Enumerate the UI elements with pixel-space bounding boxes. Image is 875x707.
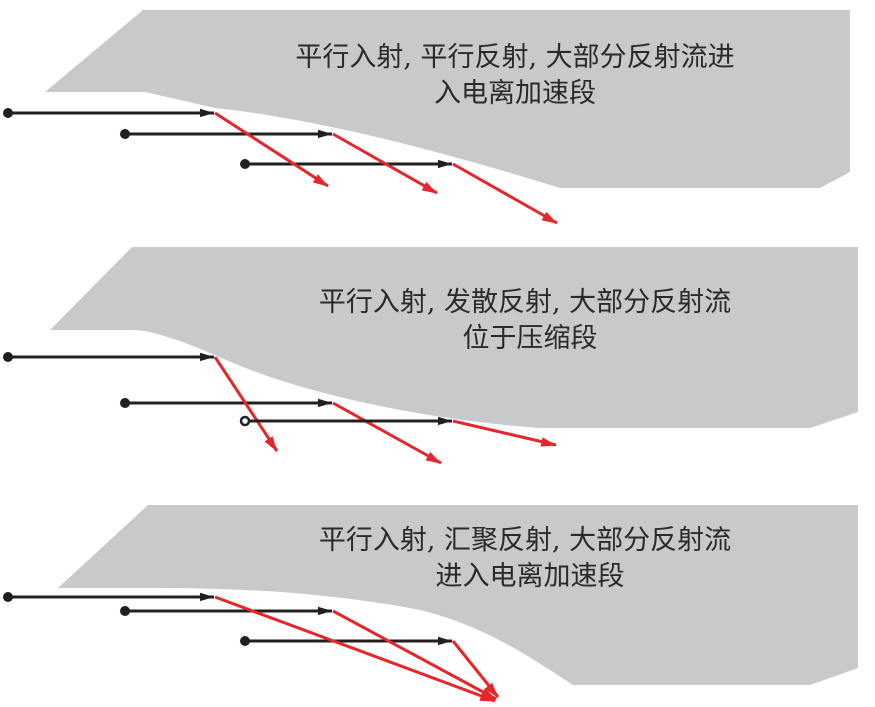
reflected-rays bbox=[213, 356, 557, 465]
surface-shape bbox=[58, 505, 858, 685]
panel-convergent-reflection: 平行入射, 汇聚反射, 大部分反射流 进入电离加速段 bbox=[3, 505, 858, 703]
panel-divergent-reflection: 平行入射, 发散反射, 大部分反射流 位于压缩段 bbox=[3, 247, 858, 465]
reflected-ray bbox=[332, 132, 438, 195]
reflected-rays bbox=[214, 595, 500, 703]
surface-shape bbox=[45, 10, 850, 188]
reflected-ray bbox=[332, 609, 497, 701]
reflected-ray bbox=[332, 401, 442, 465]
incident-rays bbox=[3, 592, 453, 646]
reflected-rays bbox=[214, 111, 558, 225]
panel-parallel-reflection: 平行入射, 平行反射, 大部分反射流进 入电离加速段 bbox=[3, 10, 850, 225]
reflected-ray bbox=[452, 162, 558, 225]
reflected-ray bbox=[452, 419, 557, 447]
caption-line-2: 入电离加速段 bbox=[434, 78, 596, 109]
incident-rays bbox=[3, 108, 453, 169]
reflected-ray bbox=[214, 111, 329, 188]
caption-line-1: 平行入射, 发散反射, 大部分反射流 bbox=[319, 287, 731, 318]
caption-line-1: 平行入射, 汇聚反射, 大部分反射流 bbox=[319, 525, 731, 556]
ray-origin-open-dot bbox=[239, 415, 251, 427]
reflected-ray bbox=[213, 356, 279, 452]
caption-line-1: 平行入射, 平行反射, 大部分反射流进 bbox=[295, 42, 734, 73]
caption-line-2: 进入电离加速段 bbox=[436, 561, 625, 592]
incident-rays bbox=[3, 352, 333, 408]
caption-line-2: 位于压缩段 bbox=[463, 323, 598, 354]
surface-shape bbox=[50, 247, 858, 428]
reflected-ray bbox=[214, 595, 496, 703]
reflected-ray bbox=[451, 640, 500, 698]
